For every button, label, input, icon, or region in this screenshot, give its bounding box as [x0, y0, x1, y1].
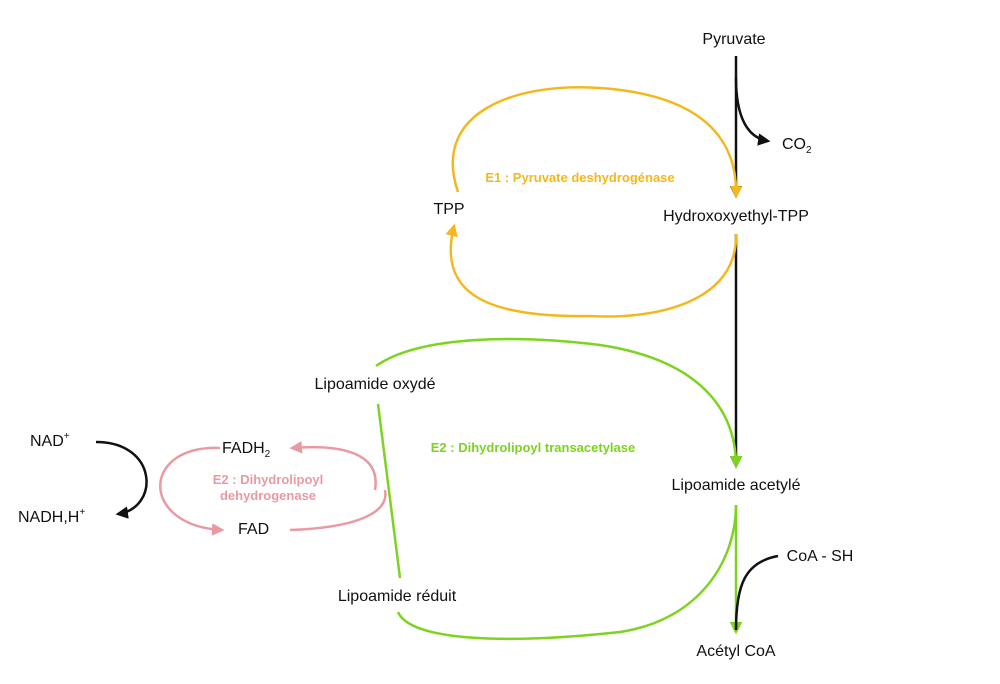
e2-dehydrogenase-upper-arc [289, 440, 377, 491]
label-acetyl-coa: Acétyl CoA [696, 643, 775, 660]
arrow-nad-to-nadh [95, 440, 148, 519]
e1-upper-arc [451, 86, 743, 199]
label-e2-dehydrogenase-line2: dehydrogenase [220, 488, 316, 503]
label-tpp: TPP [433, 201, 464, 218]
label-co2: CO2 [782, 136, 812, 156]
label-e2-transacetylase: E2 : Dihydrolipoyl transacetylase [431, 440, 635, 455]
label-fadh2: FADH2 [222, 440, 271, 460]
label-lipoamide-acetyle: Lipoamide acetylé [672, 477, 801, 494]
e2-dehydrogenase-lower-arc [289, 489, 387, 532]
label-nadh: NADH,H+ [18, 507, 85, 526]
label-coa-sh: CoA - SH [787, 548, 854, 565]
arrow-co2-release [734, 77, 771, 146]
e2-transacetylase-upper-arc [375, 337, 743, 469]
label-fad: FAD [238, 521, 269, 538]
e2-dehydrogenase-left-arc [159, 446, 225, 536]
label-lipoamide-oxyde: Lipoamide oxydé [315, 376, 436, 393]
label-e1-enzyme: E1 : Pyruvate deshydrogénase [485, 170, 674, 185]
arrow-coa-sh-input [734, 554, 779, 631]
e1-lower-arc [445, 223, 738, 318]
label-pyruvate: Pyruvate [702, 31, 765, 48]
label-e2-dehydrogenase-line1: E2 : Dihydrolipoyl [213, 472, 324, 487]
label-hydroxyethyl-tpp: Hydroxoxyethyl-TPP [663, 208, 809, 225]
label-nad: NAD+ [30, 431, 70, 450]
e2-transacetylase-lower-arc [396, 504, 738, 641]
label-lipoamide-reduit: Lipoamide réduit [338, 588, 457, 605]
e2-transacetylase-link-line [376, 403, 402, 579]
